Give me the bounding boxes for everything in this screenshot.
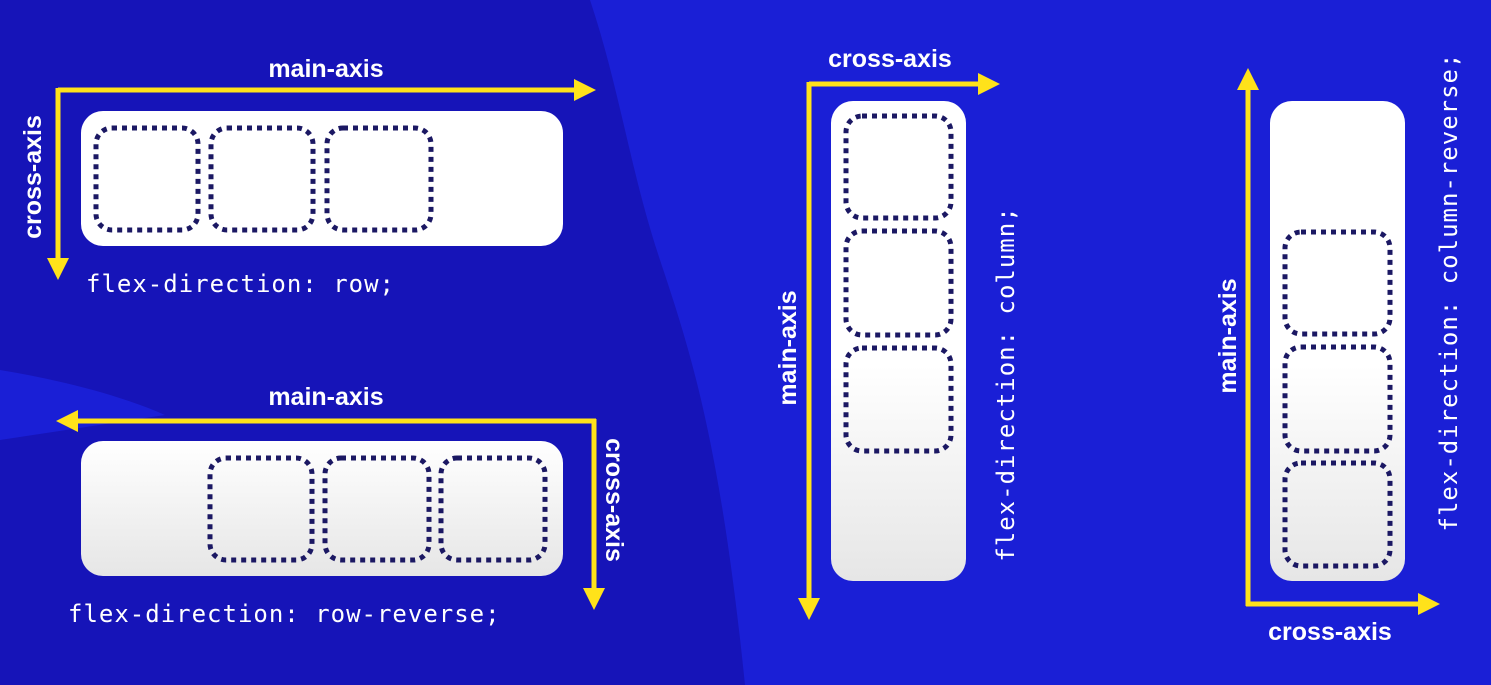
flex-item (843, 228, 954, 338)
flex-item (1282, 344, 1393, 454)
main-axis-label: main-axis (268, 55, 383, 83)
main-axis-label: main-axis (774, 290, 802, 405)
flex-item (207, 455, 315, 563)
flex-item (208, 125, 316, 233)
cross-axis-label: cross-axis (19, 115, 47, 239)
row-reverse-container (81, 441, 563, 576)
cross-axis-arrowhead (583, 588, 605, 610)
flex-item (93, 125, 201, 233)
main-axis-label: main-axis (268, 383, 383, 411)
column-diagram: cross-axis main-axis flex-direction: col… (774, 45, 1020, 620)
flex-item (1282, 460, 1393, 569)
flex-item (1282, 229, 1393, 337)
row-container (81, 111, 563, 246)
code-label: flex-direction: column-reverse; (1435, 53, 1463, 532)
main-axis-arrowhead (1237, 68, 1259, 90)
background-shape-light (0, 370, 165, 440)
cross-axis-label: cross-axis (600, 438, 628, 562)
row-diagram: main-axis cross-axis flex-direction: row… (19, 55, 596, 298)
flex-item (322, 455, 432, 563)
code-label: flex-direction: row-reverse; (68, 600, 501, 628)
row-reverse-diagram: main-axis cross-axis flex-direction: row… (56, 383, 628, 628)
flex-item (843, 113, 954, 221)
column-reverse-diagram: main-axis cross-axis flex-direction: col… (1214, 53, 1463, 646)
column-container (831, 101, 966, 581)
main-axis-arrowhead (574, 79, 596, 101)
cross-axis-arrowhead (978, 73, 1000, 95)
code-label: flex-direction: column; (992, 206, 1020, 561)
column-reverse-container (1270, 101, 1405, 581)
cross-axis-label: cross-axis (1268, 618, 1392, 646)
main-axis-label: main-axis (1214, 278, 1242, 393)
flex-item (843, 345, 954, 454)
flex-item (324, 125, 434, 233)
cross-axis-arrowhead (47, 258, 69, 280)
cross-axis-arrowhead (1418, 593, 1440, 615)
flex-item (438, 455, 548, 563)
main-axis-arrowhead (56, 410, 78, 432)
main-axis-arrowhead (798, 598, 820, 620)
code-label: flex-direction: row; (86, 270, 395, 298)
cross-axis-label: cross-axis (828, 45, 952, 73)
